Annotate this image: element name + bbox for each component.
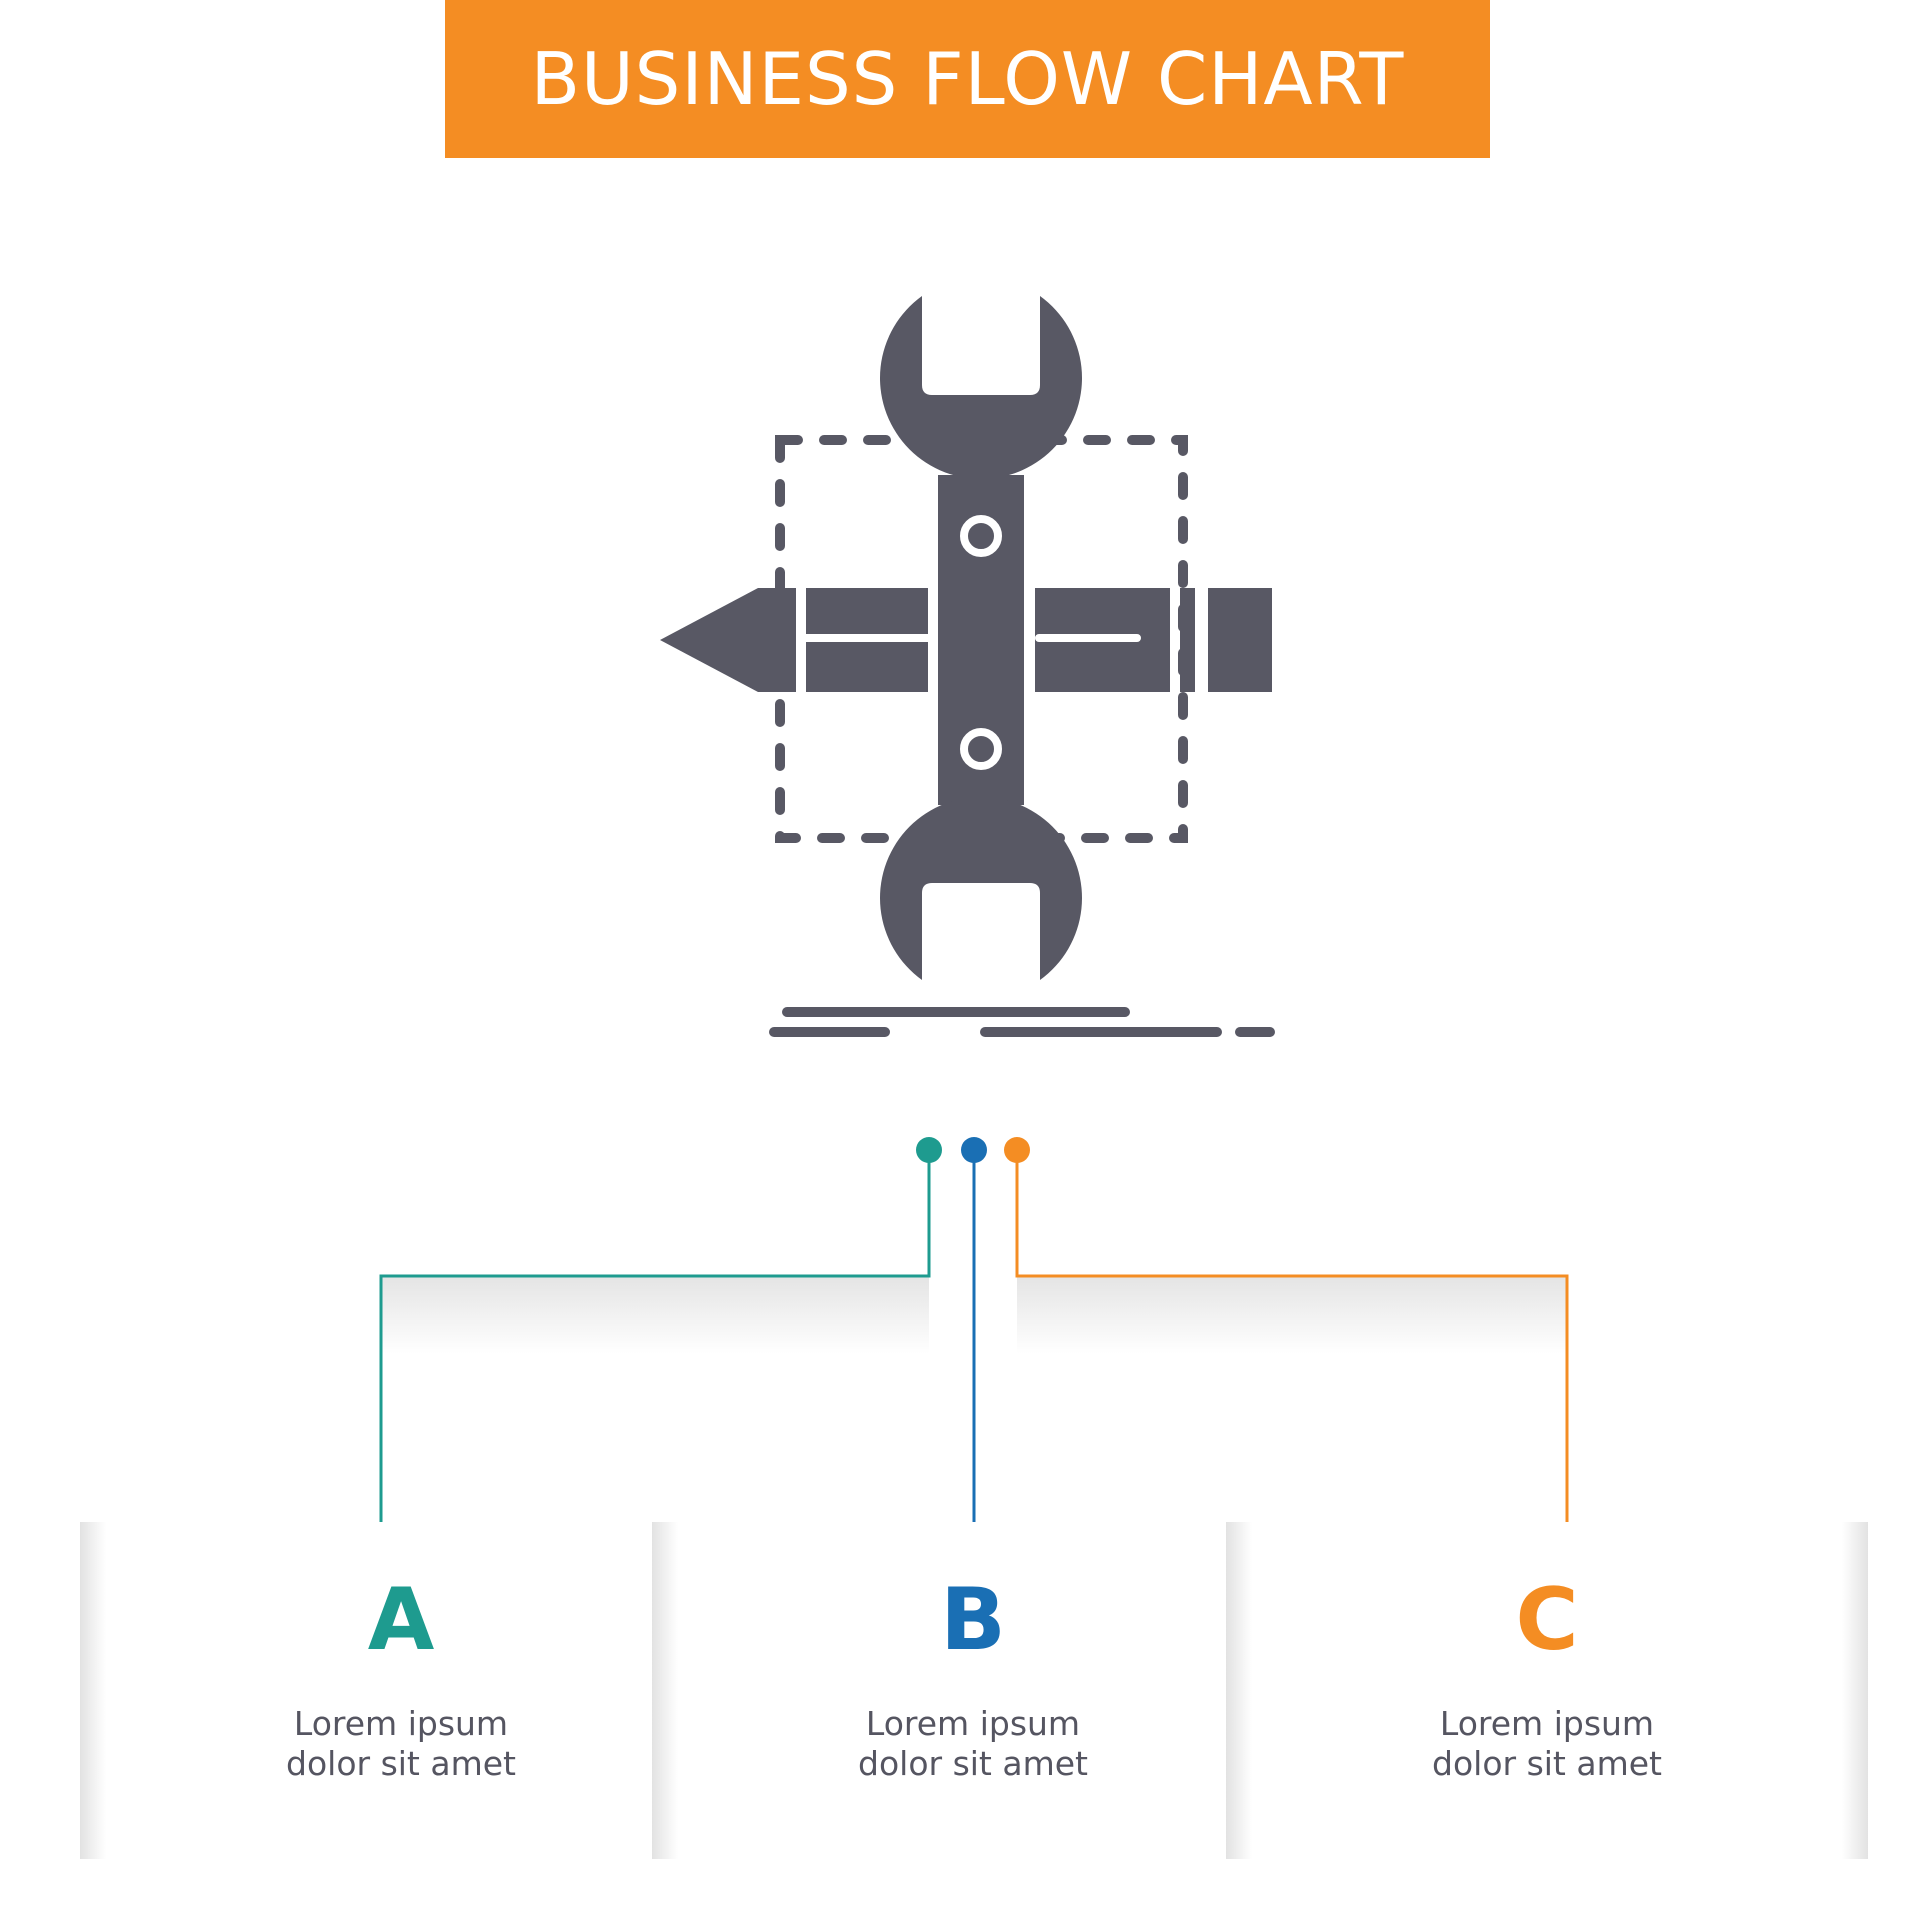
step-card-b: B Lorem ipsum dolor sit amet <box>652 1522 1294 1859</box>
title-banner: BUSINESS FLOW CHART <box>445 0 1490 158</box>
step-text-a-line2: dolor sit amet <box>286 1744 516 1783</box>
dot-a <box>916 1137 942 1163</box>
connector-shadow-right <box>1017 1276 1567 1354</box>
step-letter-a: A <box>367 1570 435 1670</box>
connector-c <box>1015 1150 1569 1545</box>
step-text-b-line2: dolor sit amet <box>858 1744 1088 1783</box>
step-letter-c: C <box>1515 1570 1579 1670</box>
wrench-pencil-design-icon <box>660 296 1275 1037</box>
connector-shadow-left <box>381 1276 929 1354</box>
step-text-a: Lorem ipsum dolor sit amet <box>80 1704 722 1784</box>
dot-c <box>1004 1137 1030 1163</box>
step-text-c-line1: Lorem ipsum <box>1439 1704 1655 1743</box>
page-title: BUSINESS FLOW CHART <box>530 37 1405 121</box>
step-text-c-line2: dolor sit amet <box>1432 1744 1662 1783</box>
step-text-c: Lorem ipsum dolor sit amet <box>1226 1704 1868 1784</box>
step-text-b-line1: Lorem ipsum <box>865 1704 1081 1743</box>
dot-b <box>961 1137 987 1163</box>
step-text-a-line1: Lorem ipsum <box>293 1704 509 1743</box>
step-letter-b: B <box>940 1570 1006 1670</box>
connector-a <box>379 1150 931 1545</box>
step-card-a: A Lorem ipsum dolor sit amet <box>80 1522 722 1859</box>
step-card-c: C Lorem ipsum dolor sit amet <box>1226 1522 1868 1859</box>
step-text-b: Lorem ipsum dolor sit amet <box>652 1704 1294 1784</box>
